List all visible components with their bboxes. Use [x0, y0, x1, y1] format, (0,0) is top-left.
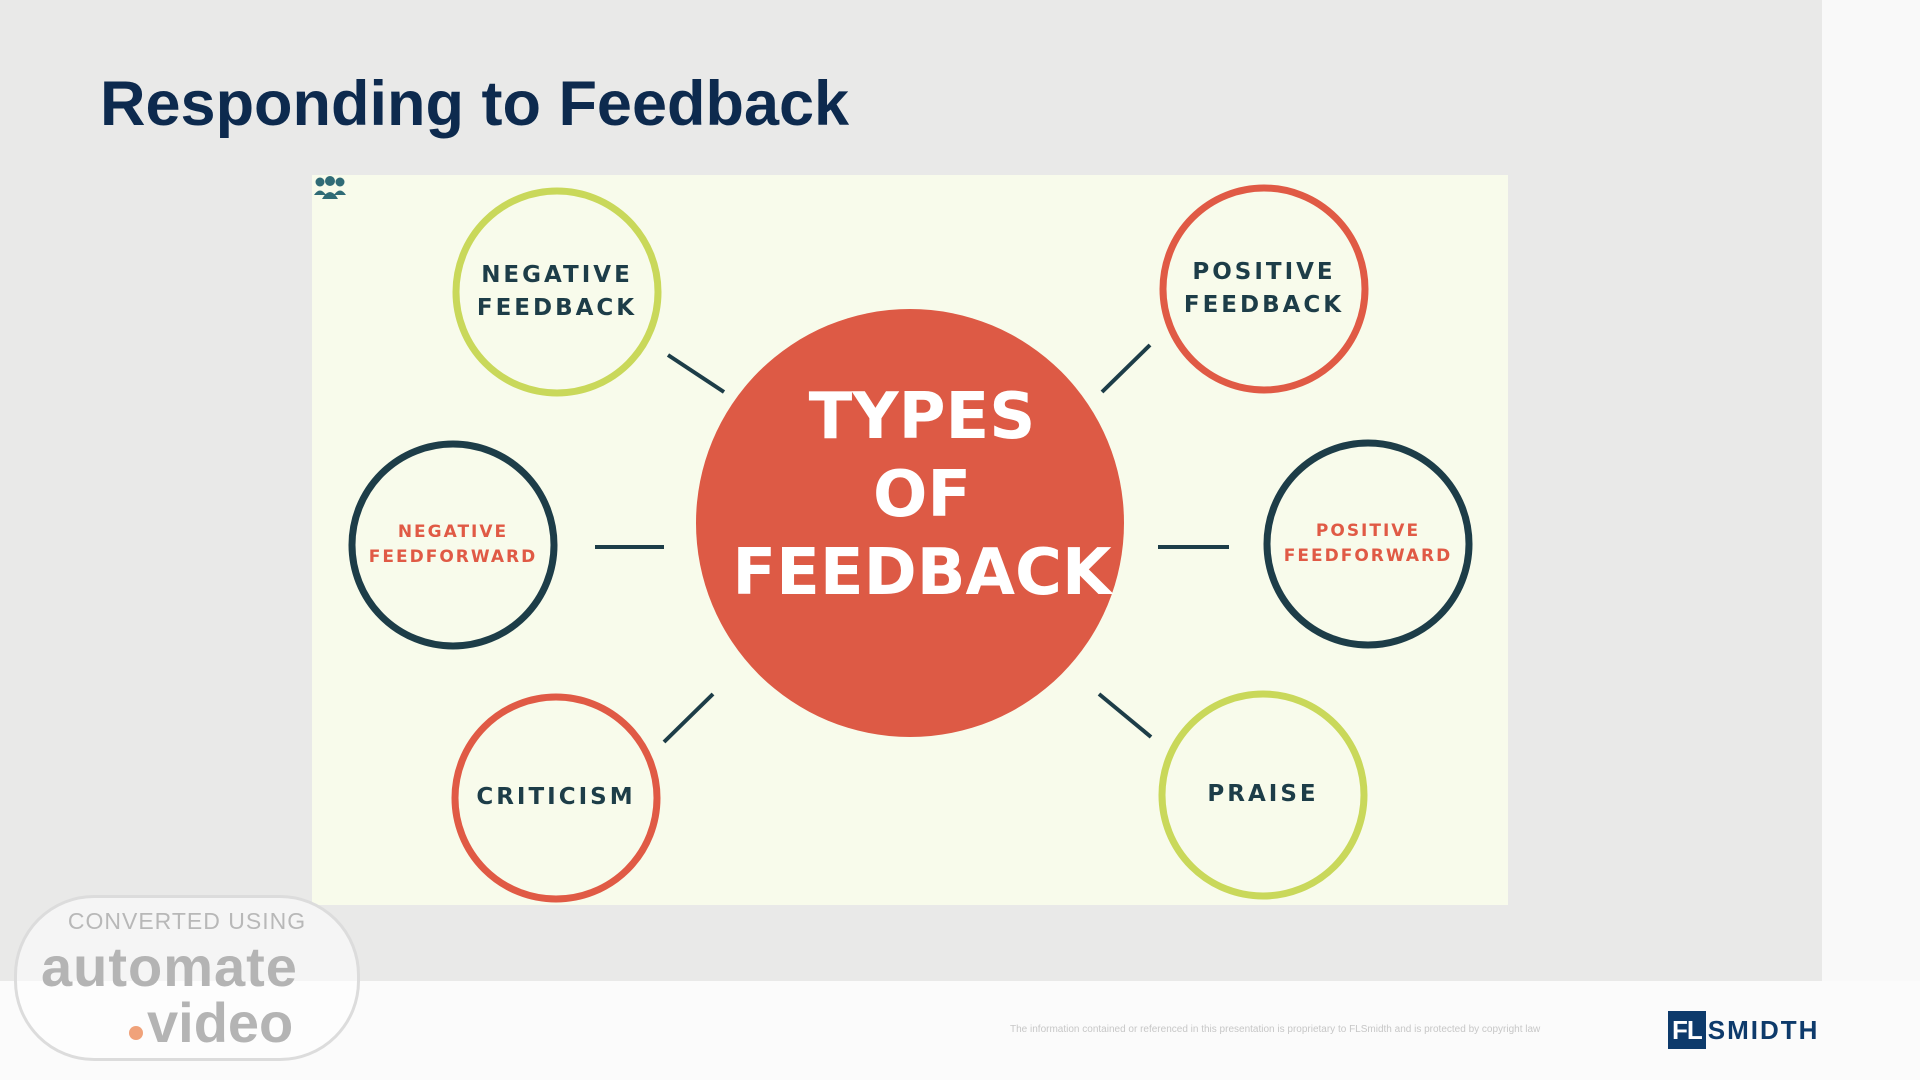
node-negative-feedforward-line-2: FEEDFORWARD	[368, 547, 538, 567]
node-positive-feedforward-line-1: POSITIVE	[1315, 521, 1421, 542]
node-positive-feedback-line-2: FEEDBACK	[1183, 292, 1345, 318]
watermark-domain: video	[129, 990, 293, 1055]
slide-title: Responding to Feedback	[100, 69, 850, 139]
watermark-brand-text: automate	[41, 935, 298, 998]
node-negative-feedforward: NEGATIVE FEEDFORWARD	[348, 505, 558, 585]
flsmidth-logo: FL SMIDTH	[1668, 1010, 1819, 1050]
node-praise: PRAISE	[1163, 770, 1363, 820]
node-negative-feedback: NEGATIVE FEEDBACK	[457, 242, 657, 342]
center-line-1: TYPES	[808, 380, 1036, 454]
footer-disclaimer: The information contained or referenced …	[1010, 1024, 1541, 1035]
ring-criticism	[451, 693, 661, 903]
node-negative-feedforward-line-1: NEGATIVE	[397, 522, 509, 543]
node-positive-feedback-line-1: POSITIVE	[1192, 258, 1336, 285]
logo-text: SMIDTH	[1707, 1014, 1820, 1045]
connector-positive-feedback	[1100, 343, 1152, 394]
people-group-icon	[314, 176, 346, 199]
converted-watermark: CONVERTED USING automate video	[14, 895, 360, 1061]
ring-praise	[1158, 690, 1368, 900]
center-line-2: OF	[872, 458, 972, 532]
center-label: TYPES OF FEEDBACK	[712, 375, 1132, 615]
ring-negative-feedback	[452, 187, 662, 397]
node-positive-feedforward-line-2: FEEDFORWARD	[1283, 546, 1453, 566]
ring-negative-feedforward	[348, 440, 558, 650]
ring-positive-feedback	[1159, 184, 1369, 394]
connector-negative-feedback	[666, 353, 726, 394]
node-criticism: CRITICISM	[456, 773, 656, 823]
diagram-graphics	[348, 184, 1473, 903]
connector-praise	[1097, 692, 1153, 739]
watermark-domain-text: video	[147, 991, 294, 1054]
ring-positive-feedforward	[1263, 439, 1473, 649]
right-margin	[1822, 0, 1920, 1080]
node-negative-feedback-line-1: NEGATIVE	[481, 261, 633, 288]
watermark-dot-icon	[129, 1026, 143, 1040]
node-criticism-line-1: CRITICISM	[476, 784, 636, 811]
logo-box: FL	[1668, 1011, 1706, 1049]
connector-criticism	[662, 692, 715, 744]
node-praise-line-1: PRAISE	[1207, 781, 1319, 808]
watermark-top-text: CONVERTED USING	[67, 908, 307, 934]
node-negative-feedback-line-2: FEEDBACK	[476, 295, 638, 321]
center-line-3: FEEDBACK	[732, 536, 1112, 610]
types-of-feedback-diagram: TYPES OF FEEDBACK NEGATIVE FEEDBACK POSI…	[312, 175, 1508, 905]
node-positive-feedback: POSITIVE FEEDBACK	[1164, 239, 1364, 339]
center-circle	[696, 309, 1124, 737]
node-positive-feedforward: POSITIVE FEEDFORWARD	[1263, 504, 1473, 584]
